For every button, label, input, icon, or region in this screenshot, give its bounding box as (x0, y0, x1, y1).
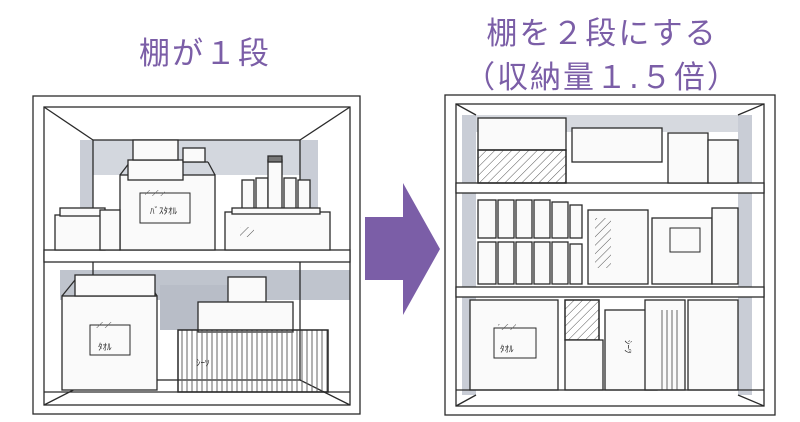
box-towel-right (469, 299, 559, 391)
label-bath-towel: ﾊﾞｽﾀｵﾙ (150, 206, 178, 217)
box-sheets (177, 329, 329, 393)
label-sheets-right: ｼｰﾂ (622, 340, 632, 354)
cabinet-two-shelves (444, 94, 776, 416)
can-rows (477, 199, 583, 285)
cabinet-single-shelf (32, 95, 361, 415)
label-towel-right: ﾀｵﾙ (500, 344, 514, 355)
label-towel-left: ﾀｵﾙ (98, 342, 112, 353)
box-bath-towel (119, 174, 216, 251)
left-title: 棚が１段 (139, 36, 271, 72)
right-title-line1: 棚を２段にする (486, 16, 718, 52)
label-sheets-left: ｼｰﾂ (196, 359, 210, 369)
box-towel (61, 295, 158, 391)
arrow-right-icon (365, 183, 440, 315)
right-title-line2: （収納量１.５倍） (464, 60, 740, 96)
